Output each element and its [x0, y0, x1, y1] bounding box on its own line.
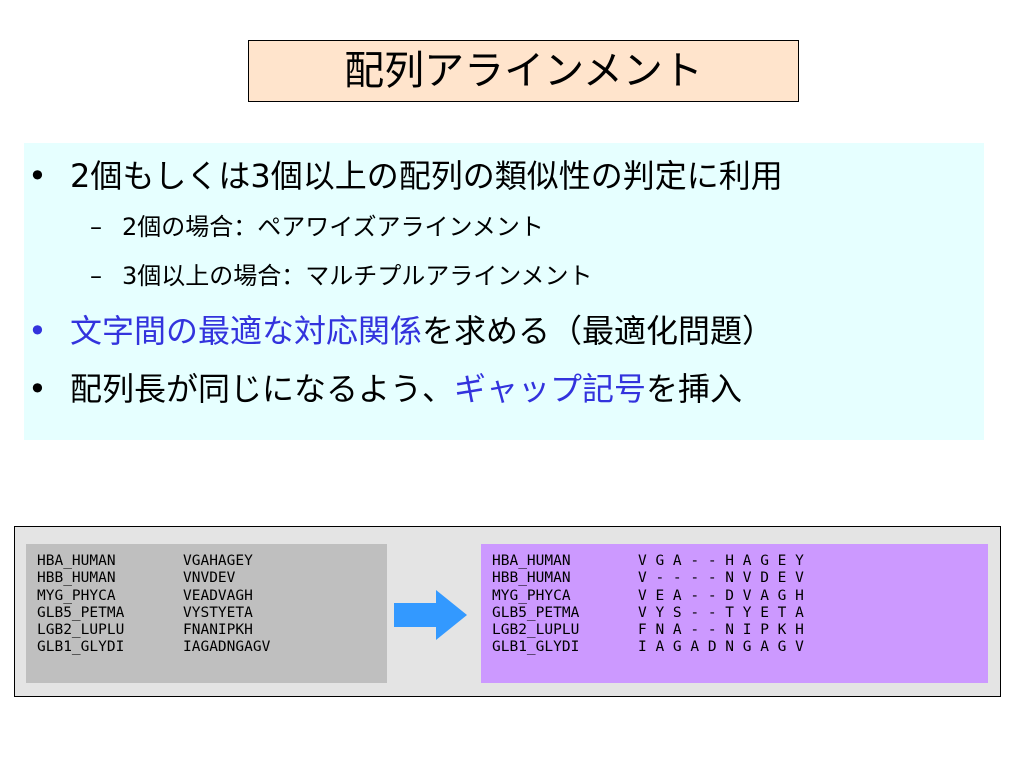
- sequence-row: HBA_HUMAN VGAHAGEY: [37, 553, 270, 570]
- sequence-row: HBB_HUMAN V - - - - N V D E V: [492, 570, 804, 587]
- slide-title: 配列アラインメント: [248, 40, 799, 102]
- sequence-name: LGB2_LUPLU: [37, 622, 125, 639]
- sequence-name: MYG_PHYCA: [492, 587, 571, 604]
- sequence-row: LGB2_LUPLU F N A - - N I P K H: [492, 622, 804, 639]
- sub-bullet-text-multiple: 3個以上の場合：マルチプルアラインメント: [122, 262, 593, 290]
- sequence-name: LGB2_LUPLU: [492, 622, 580, 639]
- sequence-row: GLB1_GLYDI IAGADNGAGV: [37, 639, 270, 656]
- sequence-name: GLB1_GLYDI: [492, 639, 580, 656]
- bullet-text-correspondence-highlight: 文字間の最適な対応関係: [70, 312, 423, 350]
- bullet-text-usage: 2個もしくは3個以上の配列の類似性の判定に利用: [70, 157, 783, 195]
- sub-bullet-text-pairwise: 2個の場合：ペアワイズアラインメント: [122, 213, 544, 241]
- sequence-row: GLB5_PETMA V Y S - - T Y E T A: [492, 605, 804, 622]
- bullet-item-usage: • 2個もしくは3個以上の配列の類似性の判定に利用: [28, 160, 984, 192]
- sequence-residues: VGAHAGEY: [183, 553, 253, 569]
- bullet-text-gap-highlight: ギャップ記号: [454, 370, 647, 408]
- sequence-row: MYG_PHYCA VEADVAGH: [37, 588, 270, 605]
- bullet-dot: •: [28, 370, 47, 408]
- sequence-residues: FNANIPKH: [183, 622, 253, 639]
- sequence-name: HBA_HUMAN: [37, 553, 116, 569]
- unaligned-sequences-box: HBA_HUMAN VGAHAGEY HBB_HUMAN VNVDEV MYG_PH…: [26, 544, 387, 683]
- bullet-dot: •: [28, 157, 47, 195]
- sequence-name: GLB1_GLYDI: [37, 639, 125, 656]
- sequence-residues: IAGADNGAGV: [183, 639, 271, 656]
- sequence-residues: I A G A D N G A G V: [638, 639, 804, 656]
- bullet-item-gap: • 配列長が同じになるよう、ギャップ記号を挿入: [28, 373, 984, 405]
- sequence-row: GLB1_GLYDI I A G A D N G A G V: [492, 639, 804, 656]
- aligned-sequences-box: HBA_HUMAN V G A - - H A G E Y HBB_HUMAN V …: [481, 544, 988, 683]
- sequence-row: MYG_PHYCA V E A - - D V A G H: [492, 588, 804, 605]
- bullet-text-correspondence-rest: を求める（最適化問題）: [422, 312, 775, 350]
- sequence-name: HBA_HUMAN: [492, 553, 571, 569]
- bullet-dot: •: [28, 312, 47, 350]
- sequence-residues: VNVDEV: [183, 570, 236, 587]
- bullet-item-correspondence: • 文字間の最適な対応関係を求める（最適化問題）: [28, 315, 984, 347]
- sequence-row: HBB_HUMAN VNVDEV: [37, 570, 270, 587]
- sequence-name: HBB_HUMAN: [492, 570, 571, 587]
- slide-title-text: 配列アラインメント: [344, 48, 703, 94]
- sequence-residues: VYSTYETA: [183, 604, 253, 621]
- sequence-name: HBB_HUMAN: [37, 570, 116, 587]
- sequence-name: GLB5_PETMA: [37, 604, 125, 621]
- sequence-residues: VEADVAGH: [183, 587, 253, 604]
- sub-bullet-dash: –: [90, 262, 102, 290]
- bullet-text-gap-post: を挿入: [646, 370, 743, 408]
- sub-bullet-dash: –: [90, 213, 102, 241]
- bullet-list: • 2個もしくは3個以上の配列の類似性の判定に利用 –2個の場合：ペアワイズアライ…: [24, 143, 984, 440]
- sequence-row: LGB2_LUPLU FNANIPKH: [37, 622, 270, 639]
- sequence-row: GLB5_PETMA VYSTYETA: [37, 605, 270, 622]
- sequence-residues: V Y S - - T Y E T A: [638, 604, 804, 621]
- sequence-row: HBA_HUMAN V G A - - H A G E Y: [492, 553, 804, 570]
- sequence-residues: V G A - - H A G E Y: [638, 553, 804, 569]
- right-arrow-icon: [394, 590, 467, 640]
- unaligned-sequence-table: HBA_HUMAN VGAHAGEY HBB_HUMAN VNVDEV MYG_PH…: [37, 553, 270, 657]
- sub-bullet-multiple: –3個以上の場合：マルチプルアラインメント: [90, 264, 984, 288]
- alignment-figure: HBA_HUMAN VGAHAGEY HBB_HUMAN VNVDEV MYG_PH…: [14, 526, 1001, 697]
- sequence-residues: V E A - - D V A G H: [638, 587, 804, 604]
- sequence-name: MYG_PHYCA: [37, 587, 116, 604]
- aligned-sequence-table: HBA_HUMAN V G A - - H A G E Y HBB_HUMAN V …: [492, 553, 804, 657]
- sequence-residues: F N A - - N I P K H: [638, 622, 804, 639]
- bullet-text-gap-pre: 配列長が同じになるよう、: [70, 370, 455, 408]
- sub-bullet-pairwise: –2個の場合：ペアワイズアラインメント: [90, 215, 984, 239]
- sequence-name: GLB5_PETMA: [492, 604, 580, 621]
- sequence-residues: V - - - - N V D E V: [638, 570, 804, 587]
